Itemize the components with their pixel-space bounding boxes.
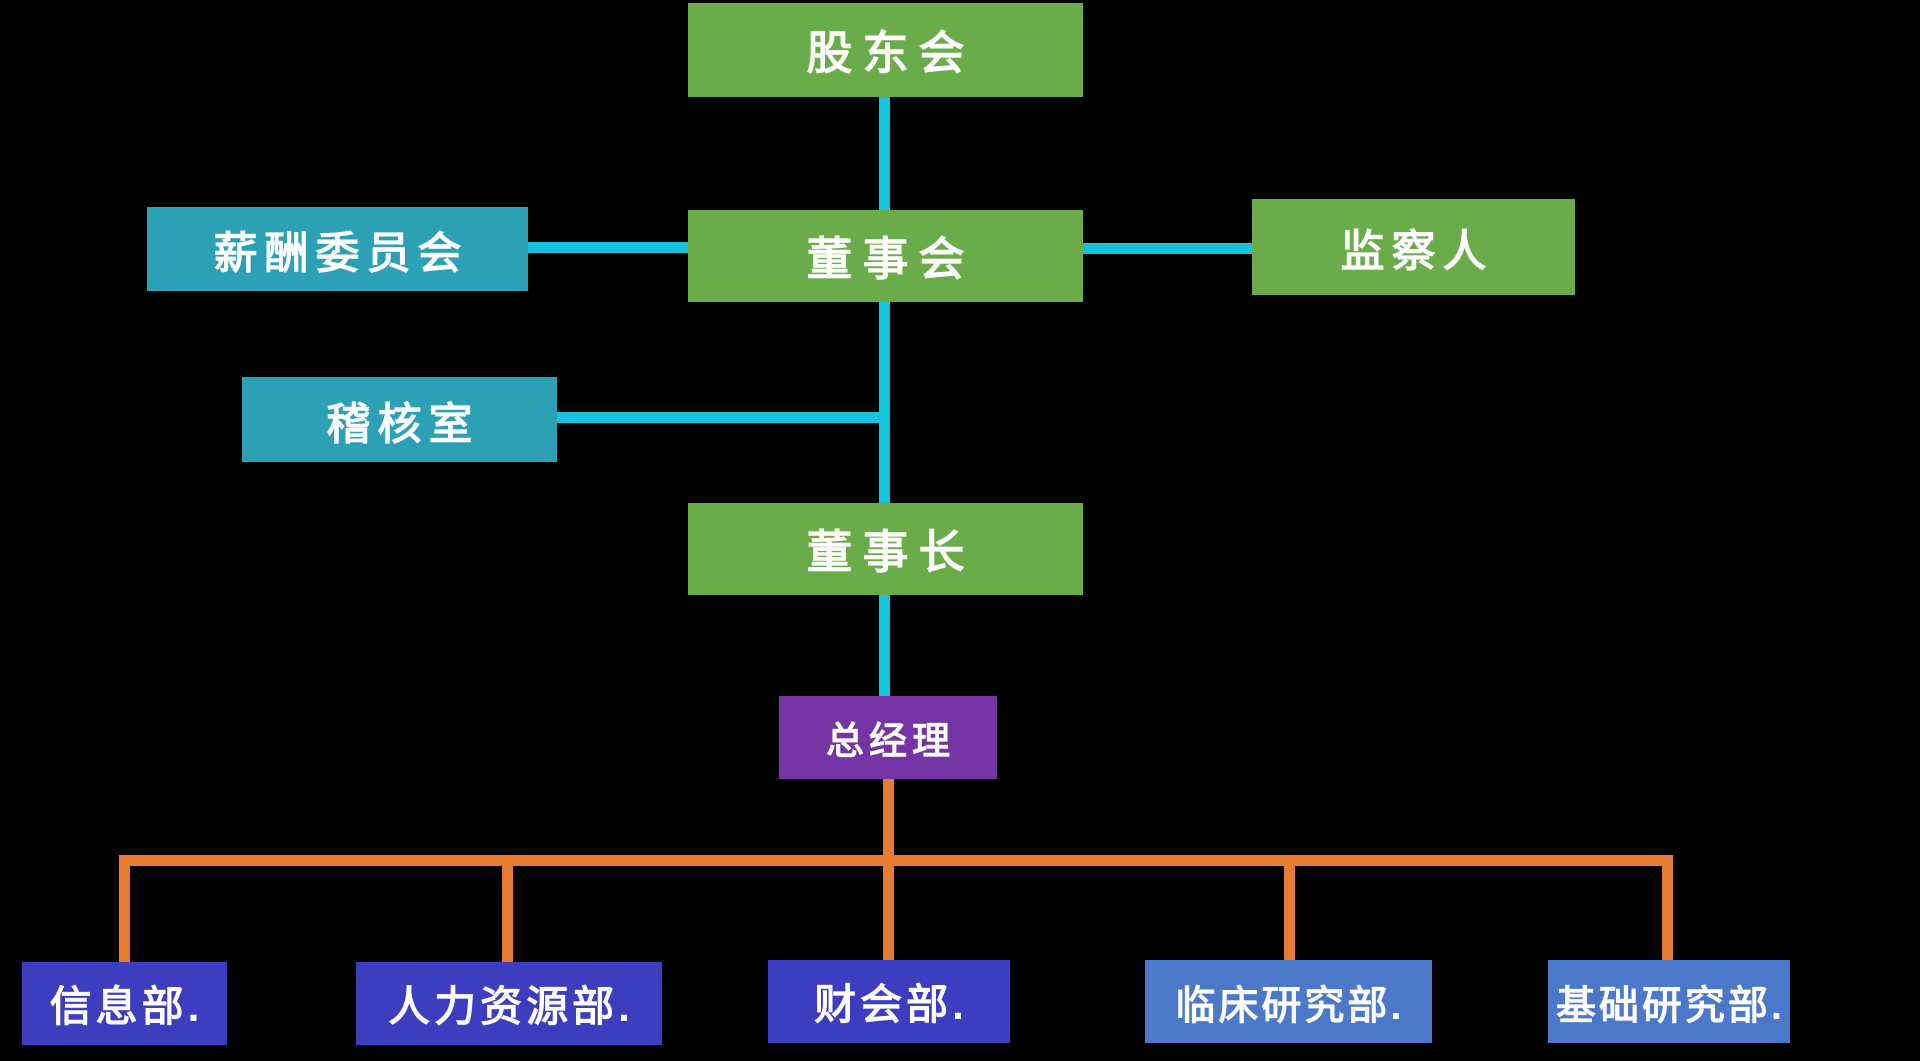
connector-drop-clinical-research bbox=[1284, 855, 1295, 960]
node-compensation-committee: 薪酬委员会 bbox=[147, 207, 528, 291]
node-chairman-label: 董事长 bbox=[806, 526, 975, 578]
connector-drop-basic-research bbox=[1662, 855, 1673, 960]
node-dept-human-resources-label: 人力资源部. bbox=[388, 983, 634, 1030]
node-audit-office-label: 稽核室 bbox=[326, 399, 480, 449]
node-dept-clinical-research-label: 临床研究部. bbox=[1175, 983, 1405, 1028]
node-general-manager-label: 总经理 bbox=[825, 721, 955, 763]
connector-board-chairman bbox=[879, 302, 890, 503]
connector-shareholders-board bbox=[879, 97, 890, 210]
node-dept-information: 信息部. bbox=[22, 962, 227, 1045]
node-dept-human-resources: 人力资源部. bbox=[356, 962, 662, 1045]
node-dept-finance-accounting: 财会部. bbox=[768, 960, 1010, 1043]
node-general-manager: 总经理 bbox=[779, 696, 997, 779]
node-board: 董事会 bbox=[688, 210, 1083, 302]
connector-compensation-board bbox=[528, 242, 688, 253]
node-supervisor-label: 监察人 bbox=[1340, 227, 1494, 276]
node-dept-clinical-research: 临床研究部. bbox=[1145, 960, 1432, 1043]
node-supervisor: 监察人 bbox=[1252, 199, 1575, 295]
node-chairman: 董事长 bbox=[688, 503, 1083, 595]
node-board-label: 董事会 bbox=[806, 233, 975, 285]
node-dept-basic-research-label: 基础研究部. bbox=[1555, 983, 1786, 1028]
connector-drop-human-resources bbox=[502, 855, 513, 962]
connector-audit-branch bbox=[557, 412, 890, 423]
connector-drop-information bbox=[119, 855, 130, 962]
connector-departments-bar bbox=[119, 855, 1673, 866]
node-dept-information-label: 信息部. bbox=[49, 983, 204, 1030]
connector-gm-trunk bbox=[883, 779, 894, 960]
node-audit-office: 稽核室 bbox=[242, 377, 557, 462]
node-shareholders-label: 股东会 bbox=[806, 27, 975, 79]
node-dept-finance-accounting-label: 财会部. bbox=[814, 981, 968, 1028]
connector-board-supervisor bbox=[1083, 243, 1252, 254]
node-compensation-committee-label: 薪酬委员会 bbox=[213, 229, 469, 278]
node-shareholders: 股东会 bbox=[688, 3, 1083, 97]
node-dept-basic-research: 基础研究部. bbox=[1548, 960, 1790, 1043]
connector-chairman-gm bbox=[879, 595, 890, 696]
